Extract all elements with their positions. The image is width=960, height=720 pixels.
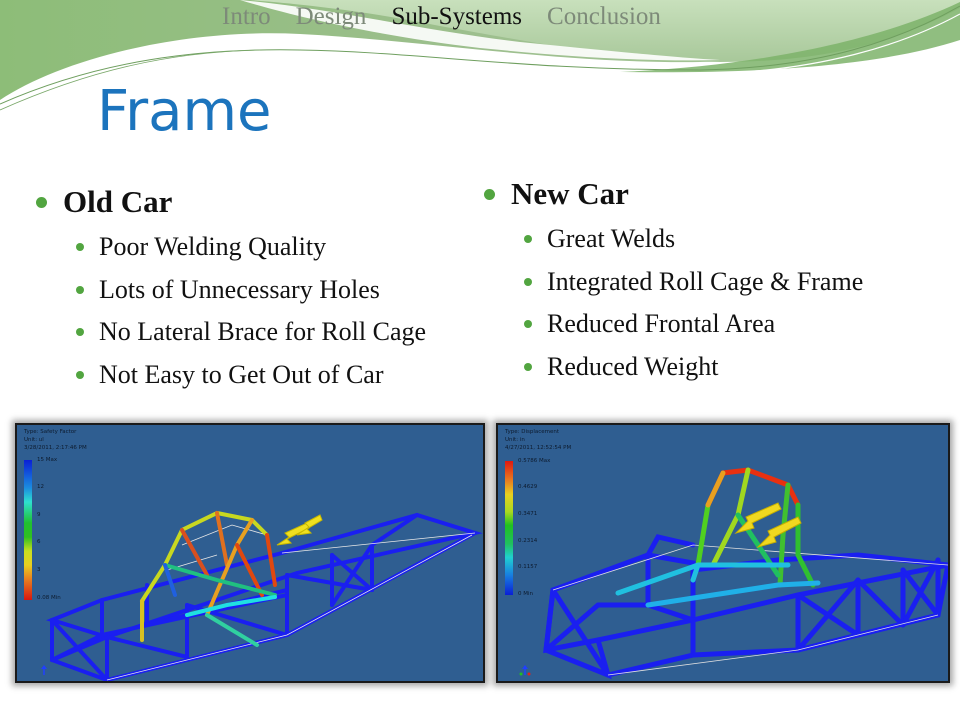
slide-title: Frame (97, 79, 272, 144)
legend-label: 6 (37, 539, 41, 545)
nav-sub-systems[interactable]: Sub-Systems (391, 3, 523, 30)
list-item-text: Great Welds (547, 224, 676, 254)
bullet-icon (524, 320, 532, 329)
nav-design[interactable]: Design (295, 3, 367, 30)
list-item-text: No Lateral Brace for Roll Cage (99, 317, 427, 347)
list-item: Not Easy to Get Out of Car (76, 354, 426, 397)
analysis-unit: Unit: in (505, 437, 525, 443)
legend-label: 9 (37, 512, 41, 518)
bullet-icon (76, 370, 84, 379)
legend-label: 0.4629 (518, 484, 538, 490)
list-item-text: Integrated Roll Cage & Frame (547, 266, 864, 296)
bullet-icon (484, 188, 495, 200)
analysis-type: Type: Safety Factor (24, 429, 77, 435)
new-car-section: New Car Great Welds Integrated Roll Cage… (484, 174, 863, 388)
legend-label: 0.1157 (518, 564, 538, 570)
analysis-info: Type: Displacement Unit: in 4/27/2011, 1… (505, 428, 571, 452)
legend-label: 12 (37, 484, 44, 490)
analysis-info: Type: Safety Factor Unit: ul 3/28/2011, … (24, 428, 87, 452)
old-frame-model (46, 510, 483, 681)
legend-label: 0.2314 (518, 538, 538, 544)
legend-label: 3 (37, 567, 41, 573)
axis-triad-icon (519, 665, 531, 676)
legend-label: 15 Max (37, 457, 58, 463)
old-car-heading: Old Car (36, 182, 426, 222)
list-item: No Lateral Brace for Roll Cage (76, 311, 426, 354)
legend-label: 0.5786 Max (518, 458, 551, 464)
legend-label: 0.08 Min (37, 595, 61, 601)
list-item-text: Reduced Weight (547, 351, 719, 381)
legend-label: 0 Min (518, 591, 534, 597)
list-item-text: Not Easy to Get Out of Car (99, 359, 384, 389)
bullet-icon (76, 328, 84, 337)
list-item: Poor Welding Quality (76, 226, 426, 269)
list-item: Lots of Unnecessary Holes (76, 269, 426, 312)
list-item-text: Poor Welding Quality (99, 232, 327, 262)
list-item: Reduced Weight (524, 346, 863, 389)
legend-label: 0.3471 (518, 511, 538, 517)
new-car-heading: New Car (484, 174, 863, 214)
color-legend-bar (505, 461, 513, 595)
color-legend-bar (24, 460, 32, 600)
new-car-displacement-image: Type: Displacement Unit: in 4/27/2011, 1… (496, 423, 950, 683)
analysis-timestamp: 3/28/2011, 2:17:46 PM (24, 445, 87, 451)
bullet-icon (36, 196, 47, 208)
bullet-icon (524, 235, 532, 244)
analysis-type: Type: Displacement (505, 429, 560, 435)
old-car-safety-factor-image: Type: Safety Factor Unit: ul 3/28/2011, … (15, 423, 485, 683)
header-swoosh-decoration (0, 0, 960, 111)
bullet-icon (76, 243, 84, 252)
axis-triad-icon (41, 665, 47, 675)
list-item-text: Lots of Unnecessary Holes (99, 274, 380, 304)
old-car-heading-text: Old Car (63, 184, 173, 219)
bullet-icon (524, 277, 532, 286)
nav-intro[interactable]: Intro (222, 3, 271, 30)
new-car-points: Great Welds Integrated Roll Cage & Frame… (524, 218, 863, 388)
analysis-timestamp: 4/27/2011, 12:52:54 PM (505, 445, 572, 451)
bullet-icon (524, 362, 532, 371)
nav-conclusion[interactable]: Conclusion (547, 3, 661, 30)
section-navigation: Intro Design Sub-Systems Conclusion (222, 3, 686, 35)
list-item: Great Welds (524, 218, 863, 261)
analysis-unit: Unit: ul (24, 437, 44, 443)
list-item: Reduced Frontal Area (524, 303, 863, 346)
list-item: Integrated Roll Cage & Frame (524, 261, 863, 304)
new-car-heading-text: New Car (511, 176, 629, 211)
old-car-section: Old Car Poor Welding Quality Lots of Unn… (36, 182, 426, 396)
old-car-points: Poor Welding Quality Lots of Unnecessary… (76, 226, 426, 396)
new-frame-model (543, 467, 948, 680)
bullet-icon (76, 285, 84, 294)
list-item-text: Reduced Frontal Area (547, 309, 776, 339)
